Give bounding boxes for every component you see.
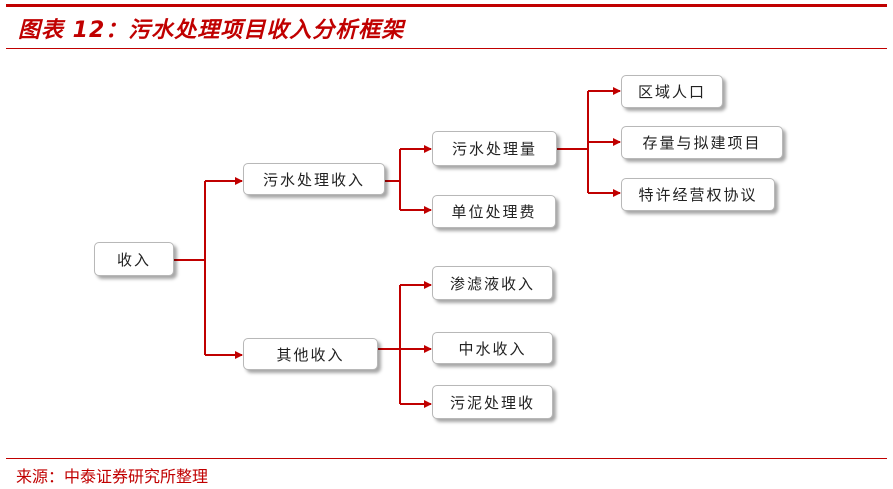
node-existing-planned-projects: 存量与拟建项目 (621, 126, 783, 159)
node-leachate-income: 渗滤液收入 (432, 266, 553, 300)
connector-other-trunk (378, 285, 401, 404)
node-regional-population: 区域人口 (621, 75, 723, 108)
bottom-rule (6, 458, 887, 459)
connector-volume-trunk (557, 91, 589, 193)
node-sewage-volume: 污水处理量 (432, 131, 557, 166)
node-other-income: 其他收入 (243, 338, 378, 370)
source-note: 来源：中泰证券研究所整理 (16, 467, 209, 486)
node-reclaimed-water-income: 中水收入 (432, 332, 553, 364)
node-sewage-treatment-income: 污水处理收入 (243, 163, 385, 195)
connector-sewage-trunk (385, 149, 401, 210)
node-unit-fee: 单位处理费 (432, 195, 556, 228)
title-rule (6, 48, 887, 49)
top-rule (6, 4, 887, 7)
node-sludge-income: 污泥处理收 (432, 385, 553, 419)
node-concession-agreement: 特许经营权协议 (621, 178, 775, 211)
figure-title: 图表 12：污水处理项目收入分析框架 (18, 18, 405, 43)
connector-income-trunk (174, 181, 206, 355)
node-income: 收入 (94, 242, 174, 276)
